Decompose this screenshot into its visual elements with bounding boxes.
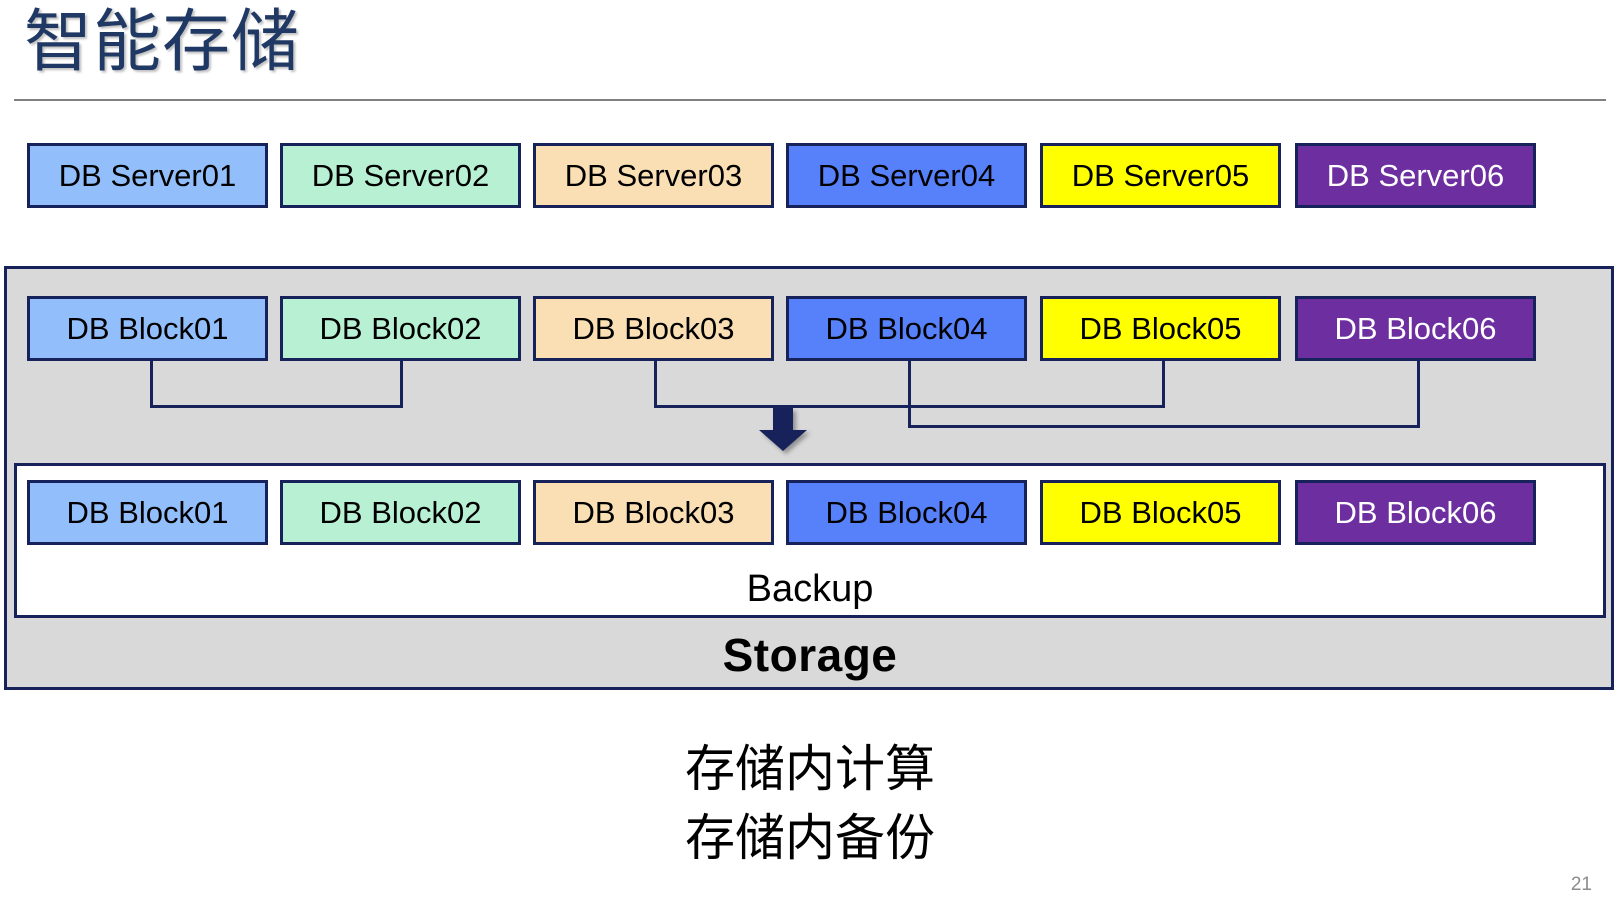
caption-block: 存储内计算 存储内备份 — [0, 735, 1620, 873]
connector-block04-to-block06-left — [908, 361, 911, 425]
db-server-box-5[interactable]: DB Server05 — [1040, 143, 1281, 208]
db-block-box-5[interactable]: DB Block05 — [1040, 296, 1281, 361]
storage-label: Storage — [722, 629, 898, 681]
page-title: 智能存储 — [24, 4, 301, 80]
db-backup-block-box-label: DB Block06 — [1334, 495, 1497, 530]
connector-block04-to-block06-right — [1417, 361, 1420, 425]
connector-block01-to-block02-join — [150, 405, 403, 408]
db-backup-block-box-label: DB Block02 — [319, 495, 482, 530]
db-server-box-3[interactable]: DB Server03 — [533, 143, 774, 208]
db-backup-block-box-1[interactable]: DB Block01 — [27, 480, 268, 545]
db-server-box-label: DB Server03 — [564, 158, 743, 193]
db-backup-block-box-label: DB Block01 — [66, 495, 229, 530]
db-server-box-label: DB Server02 — [311, 158, 490, 193]
title-divider — [14, 99, 1606, 101]
db-server-box-2[interactable]: DB Server02 — [280, 143, 521, 208]
db-block-box-1[interactable]: DB Block01 — [27, 296, 268, 361]
db-backup-block-box-label: DB Block05 — [1079, 495, 1242, 530]
db-backup-block-box-label: DB Block04 — [825, 495, 988, 530]
connector-block01-to-block02-right — [400, 361, 403, 405]
db-backup-block-box-3[interactable]: DB Block03 — [533, 480, 774, 545]
db-block-box-label: DB Block02 — [319, 311, 482, 346]
db-block-box-label: DB Block05 — [1079, 311, 1242, 346]
db-server-box-4[interactable]: DB Server04 — [786, 143, 1027, 208]
caption-line-1: 存储内计算 — [685, 741, 935, 797]
db-block-box-6[interactable]: DB Block06 — [1295, 296, 1536, 361]
db-block-box-label: DB Block04 — [825, 311, 988, 346]
db-server-box-label: DB Server05 — [1071, 158, 1250, 193]
db-backup-block-box-4[interactable]: DB Block04 — [786, 480, 1027, 545]
db-block-box-label: DB Block03 — [572, 311, 735, 346]
db-server-box-6[interactable]: DB Server06 — [1295, 143, 1536, 208]
db-block-box-label: DB Block06 — [1334, 311, 1497, 346]
db-backup-block-box-6[interactable]: DB Block06 — [1295, 480, 1536, 545]
db-server-box-label: DB Server01 — [58, 158, 237, 193]
db-backup-block-box-5[interactable]: DB Block05 — [1040, 480, 1281, 545]
connector-block04-to-block06-join — [908, 425, 1420, 428]
caption-line-2: 存储内备份 — [685, 810, 935, 866]
db-server-box-1[interactable]: DB Server01 — [27, 143, 268, 208]
db-backup-block-box-2[interactable]: DB Block02 — [280, 480, 521, 545]
connector-block03-to-block05-right — [1162, 361, 1165, 405]
db-block-box-4[interactable]: DB Block04 — [786, 296, 1027, 361]
db-block-box-label: DB Block01 — [66, 311, 229, 346]
page-number: 21 — [1570, 874, 1592, 895]
connector-block01-to-block02-left — [150, 361, 153, 405]
db-backup-block-box-label: DB Block03 — [572, 495, 735, 530]
db-block-box-3[interactable]: DB Block03 — [533, 296, 774, 361]
db-block-box-2[interactable]: DB Block02 — [280, 296, 521, 361]
connector-block03-to-block05-left — [654, 361, 657, 405]
db-server-box-label: DB Server04 — [817, 158, 996, 193]
down-arrow-icon — [757, 408, 809, 452]
db-server-box-label: DB Server06 — [1326, 158, 1505, 193]
backup-label: Backup — [746, 568, 874, 610]
